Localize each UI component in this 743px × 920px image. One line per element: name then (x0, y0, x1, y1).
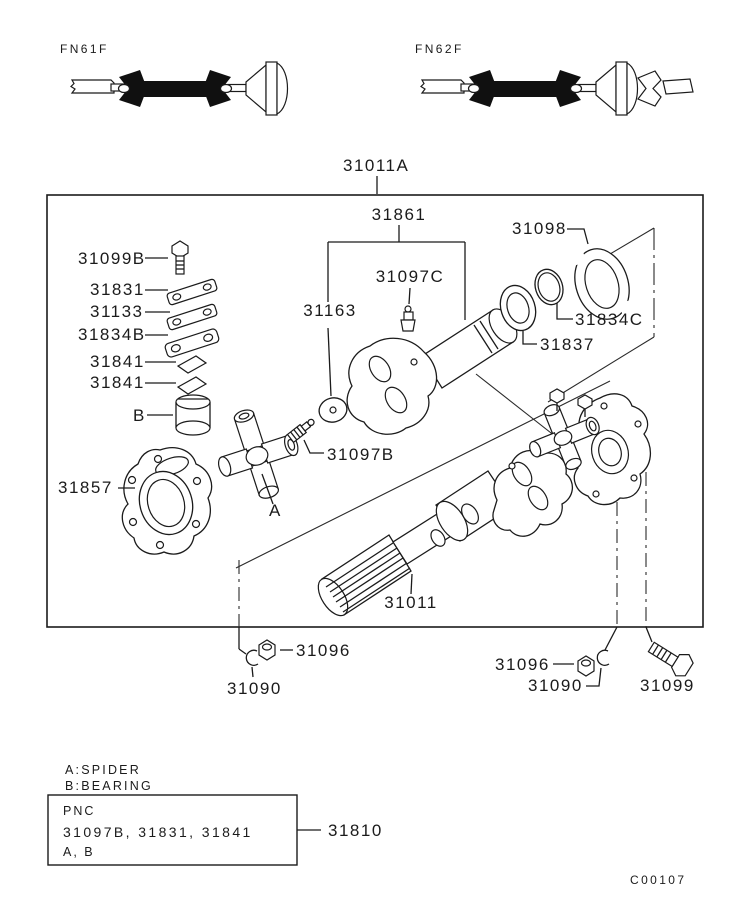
callout-31098: 31098 (512, 219, 567, 238)
strap-31133-drawing (166, 303, 218, 331)
grease-fitting-drawing (400, 305, 416, 332)
dust-cap-drawing (567, 248, 638, 320)
shaft-bar-glyph (138, 81, 212, 97)
shim-31841-drawing (176, 376, 208, 395)
nut-icon (577, 655, 595, 677)
callout-31011: 31011 (384, 593, 438, 612)
callout-31133: 31133 (90, 302, 144, 321)
yoke-fork-outline (637, 70, 662, 107)
callout-31841-2: 31841 (90, 373, 145, 392)
snap-ring-drawing (534, 268, 564, 306)
callout-31099B: 31099B (78, 249, 146, 268)
callout-31097C: 31097C (376, 267, 445, 286)
main-diagram-box (46, 194, 704, 628)
cone-joint-drawing (245, 63, 267, 114)
yoke-fork-glyph (553, 70, 581, 107)
callout-31011A: 31011A (343, 156, 409, 175)
pnc-parts-list: 31097B, 31831, 31841 (63, 824, 253, 840)
shaft-stub-drawing (662, 78, 694, 95)
alignment-line (604, 227, 655, 258)
yoke-fork-glyph (119, 70, 147, 107)
shaft-stub-drawing (420, 79, 465, 94)
washer-disc-drawing (318, 397, 348, 423)
rear-flange-drawing (570, 393, 651, 506)
variant-label-right: FN62F (415, 42, 464, 56)
callout-31163: 31163 (303, 301, 357, 320)
fn62f-variant-diagram: FN62F (415, 42, 694, 116)
companion-flange-drawing (121, 447, 213, 555)
grease-fitting-drawing (286, 418, 315, 444)
yoke-fork-glyph (203, 70, 231, 107)
bolt-31099b-drawing (171, 240, 189, 275)
alignment-line (547, 336, 655, 403)
callout-spider-ref: A (269, 501, 282, 520)
callout-31097B: 31097B (327, 445, 395, 464)
callout-31861: 31861 (372, 205, 427, 224)
callout-31096-right: 31096 (495, 655, 550, 674)
nut-icon (258, 639, 276, 661)
alignment-line (475, 373, 561, 441)
callout-31810: 31810 (328, 821, 383, 840)
figure-code: C00107 (630, 873, 686, 887)
strap-31831-drawing (166, 278, 218, 306)
snap-ring-icon (245, 649, 259, 666)
propeller-shaft-drawing (317, 449, 573, 617)
callout-31090-left: 31090 (227, 679, 282, 698)
callout-31841-1: 31841 (90, 352, 145, 371)
callout-31096-left: 31096 (296, 641, 351, 660)
pnc-title: PNC (63, 804, 95, 818)
shaft-bar-glyph (488, 81, 562, 97)
shaft-stub-drawing (70, 79, 115, 94)
callout-31834B: 31834B (78, 325, 146, 344)
shim-31841-drawing (176, 355, 208, 374)
spider-joint-drawing (217, 409, 299, 499)
callout-bearing-ref: B (133, 406, 146, 425)
pnc-refs: A, B (63, 845, 95, 859)
snap-ring-icon (596, 649, 610, 666)
callout-31090-right: 31090 (528, 676, 583, 695)
strap-31834b-drawing (164, 328, 220, 358)
flange-bolt-drawing (549, 388, 593, 417)
bearing-cup-drawing (175, 394, 211, 436)
bolt-31099-drawing (647, 641, 694, 677)
variant-label-left: FN61F (60, 42, 109, 56)
cone-joint-drawing (595, 63, 617, 114)
callout-31857: 31857 (58, 478, 113, 497)
bearing-ring-drawing (499, 284, 537, 332)
fn61f-variant-diagram: FN61F (60, 42, 288, 116)
callout-31831: 31831 (90, 280, 145, 299)
callout-31834C: 31834C (575, 310, 644, 329)
callout-31837: 31837 (540, 335, 595, 354)
callout-31099: 31099 (640, 676, 695, 695)
sleeve-yoke-drawing (346, 308, 518, 435)
rear-ujoint-drawing (529, 404, 600, 471)
yoke-fork-glyph (469, 70, 497, 107)
legend-bearing: B:BEARING (65, 779, 153, 793)
legend-spider: A:SPIDER (65, 763, 141, 777)
